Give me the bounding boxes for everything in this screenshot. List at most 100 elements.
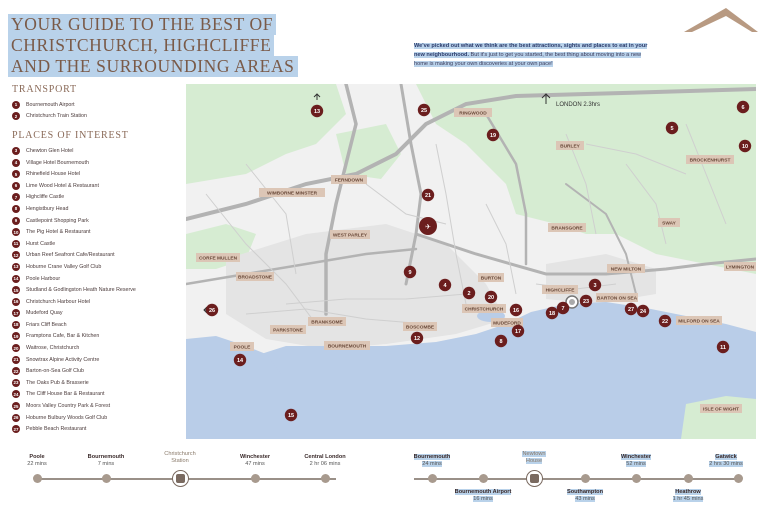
map-marker-14[interactable]: 14 xyxy=(233,353,247,367)
svg-text:WEST PARLEY: WEST PARLEY xyxy=(333,233,368,239)
legend-number-badge: 25 xyxy=(12,402,20,411)
map-marker-15[interactable]: 15 xyxy=(284,408,298,422)
map-marker-4[interactable]: 4 xyxy=(438,278,452,292)
label-ferndown: FERNDOWN xyxy=(331,175,367,184)
svg-text:ISLE OF WIGHT: ISLE OF WIGHT xyxy=(703,407,739,413)
legend-number-badge: 20 xyxy=(12,344,20,353)
map-marker-11[interactable]: 11 xyxy=(716,340,730,354)
area-map[interactable]: RINGWOOD BURLEY BROCKENHURST WIMBORNE MI… xyxy=(186,84,756,439)
train-station-icon xyxy=(172,470,189,487)
svg-text:BURLEY: BURLEY xyxy=(560,144,581,150)
svg-text:21: 21 xyxy=(425,193,431,199)
svg-text:CHRISTCHURCH: CHRISTCHURCH xyxy=(465,307,504,313)
major-roads xyxy=(186,84,756,316)
map-marker-3[interactable]: 3 xyxy=(588,278,602,292)
travel-stop-dot xyxy=(321,474,330,483)
svg-text:BROADSTONE: BROADSTONE xyxy=(238,275,273,281)
label-barton: BARTON ON SEA xyxy=(596,293,638,302)
legend-number-badge: 14 xyxy=(12,274,20,283)
legend-item: 25 Moors Valley Country Park & Forest xyxy=(12,400,184,412)
map-marker-22[interactable]: 22 xyxy=(658,314,672,328)
legend-label: Snowtrax Alpine Activity Centre xyxy=(26,356,100,363)
map-marker-25[interactable]: 25 xyxy=(417,103,431,117)
label-new-milton: NEW MILTON xyxy=(607,264,645,273)
map-marker-10[interactable]: 10 xyxy=(738,139,752,153)
label-highcliffe: HIGHCLIFFE xyxy=(542,285,578,294)
map-marker-24[interactable]: 24 xyxy=(636,304,650,318)
map-marker-7[interactable]: 7 xyxy=(556,301,570,315)
svg-text:10: 10 xyxy=(742,144,748,150)
car-line xyxy=(414,478,740,480)
map-marker-9[interactable]: 9 xyxy=(403,265,417,279)
legend-label: Rhinefield House Hotel xyxy=(26,171,81,178)
map-marker-13[interactable]: 13 xyxy=(310,104,324,118)
legend-label: Castlepoint Shopping Park xyxy=(26,217,89,224)
map-marker-2[interactable]: 2 xyxy=(462,286,476,300)
label-broadstone: BROADSTONE xyxy=(236,272,274,281)
map-marker-23[interactable]: 23 xyxy=(579,294,593,308)
label-wimborne: WIMBORNE MINSTER xyxy=(259,188,325,197)
legend-number-badge: 26 xyxy=(12,413,20,422)
label-burley: BURLEY xyxy=(556,141,584,150)
travel-stop-dot xyxy=(632,474,641,483)
svg-text:20: 20 xyxy=(488,295,494,301)
legend-number-badge: 3 xyxy=(12,146,20,155)
sea-area xyxy=(186,302,756,439)
map-marker-27[interactable]: 27 xyxy=(624,302,638,316)
map-marker-12[interactable]: 12 xyxy=(410,331,424,345)
svg-text:5: 5 xyxy=(670,126,673,132)
legend-label: Moors Valley Country Park & Forest xyxy=(26,403,111,410)
travel-stop-dot xyxy=(102,474,111,483)
label-brockenhurst: BROCKENHURST xyxy=(686,155,734,164)
svg-text:LYMINGTON: LYMINGTON xyxy=(726,265,755,271)
map-marker-6[interactable]: 6 xyxy=(736,100,750,114)
travel-stop-dot xyxy=(33,474,42,483)
map-marker-21[interactable]: 21 xyxy=(421,188,435,202)
map-marker-18[interactable]: 18 xyxy=(545,306,559,320)
map-marker-19[interactable]: 19 xyxy=(486,128,500,142)
title-line-2: CHRISTCHURCH, HIGHCLIFFE xyxy=(8,35,275,56)
svg-text:LONDON 2.3hrs: LONDON 2.3hrs xyxy=(556,102,600,108)
svg-text:RINGWOOD: RINGWOOD xyxy=(459,111,487,117)
travel-stop-dot xyxy=(479,474,488,483)
svg-text:9: 9 xyxy=(408,270,411,276)
legend-number-badge: 18 xyxy=(12,320,20,329)
station-marker[interactable] xyxy=(565,295,579,309)
legend-number-badge: 12 xyxy=(12,251,20,260)
map-marker-26[interactable]: 26 xyxy=(205,303,219,317)
map-marker-5[interactable]: 5 xyxy=(665,121,679,135)
map-marker-1[interactable]: ✈ xyxy=(419,217,437,235)
label-sway: SWAY xyxy=(658,218,680,227)
svg-text:16: 16 xyxy=(513,308,519,314)
legend-label: Hengistbury Head xyxy=(26,205,69,212)
map-marker-20[interactable]: 20 xyxy=(484,290,498,304)
legend-number-badge: 27 xyxy=(12,425,20,434)
intro-text: We've picked out what we think are the b… xyxy=(414,42,650,69)
map-marker-16[interactable]: 16 xyxy=(509,303,523,317)
label-bransgore: BRANSGORE xyxy=(548,223,586,232)
label-parkstone: PARKSTONE xyxy=(270,325,306,334)
svg-text:27: 27 xyxy=(628,307,634,313)
legend-label: Mudeford Quay xyxy=(26,310,63,317)
label-west-parley: WEST PARLEY xyxy=(330,230,370,239)
svg-text:23: 23 xyxy=(583,299,589,305)
map-marker-17[interactable]: 17 xyxy=(511,324,525,338)
svg-text:FERNDOWN: FERNDOWN xyxy=(335,178,364,184)
legend-number-badge: 21 xyxy=(12,355,20,364)
label-mudeford: MUDEFORD xyxy=(491,318,523,327)
map-marker-8[interactable]: 8 xyxy=(494,334,508,348)
svg-text:4: 4 xyxy=(443,283,447,289)
legend-label: Studland & Godlingston Heath Nature Rese… xyxy=(26,287,136,294)
